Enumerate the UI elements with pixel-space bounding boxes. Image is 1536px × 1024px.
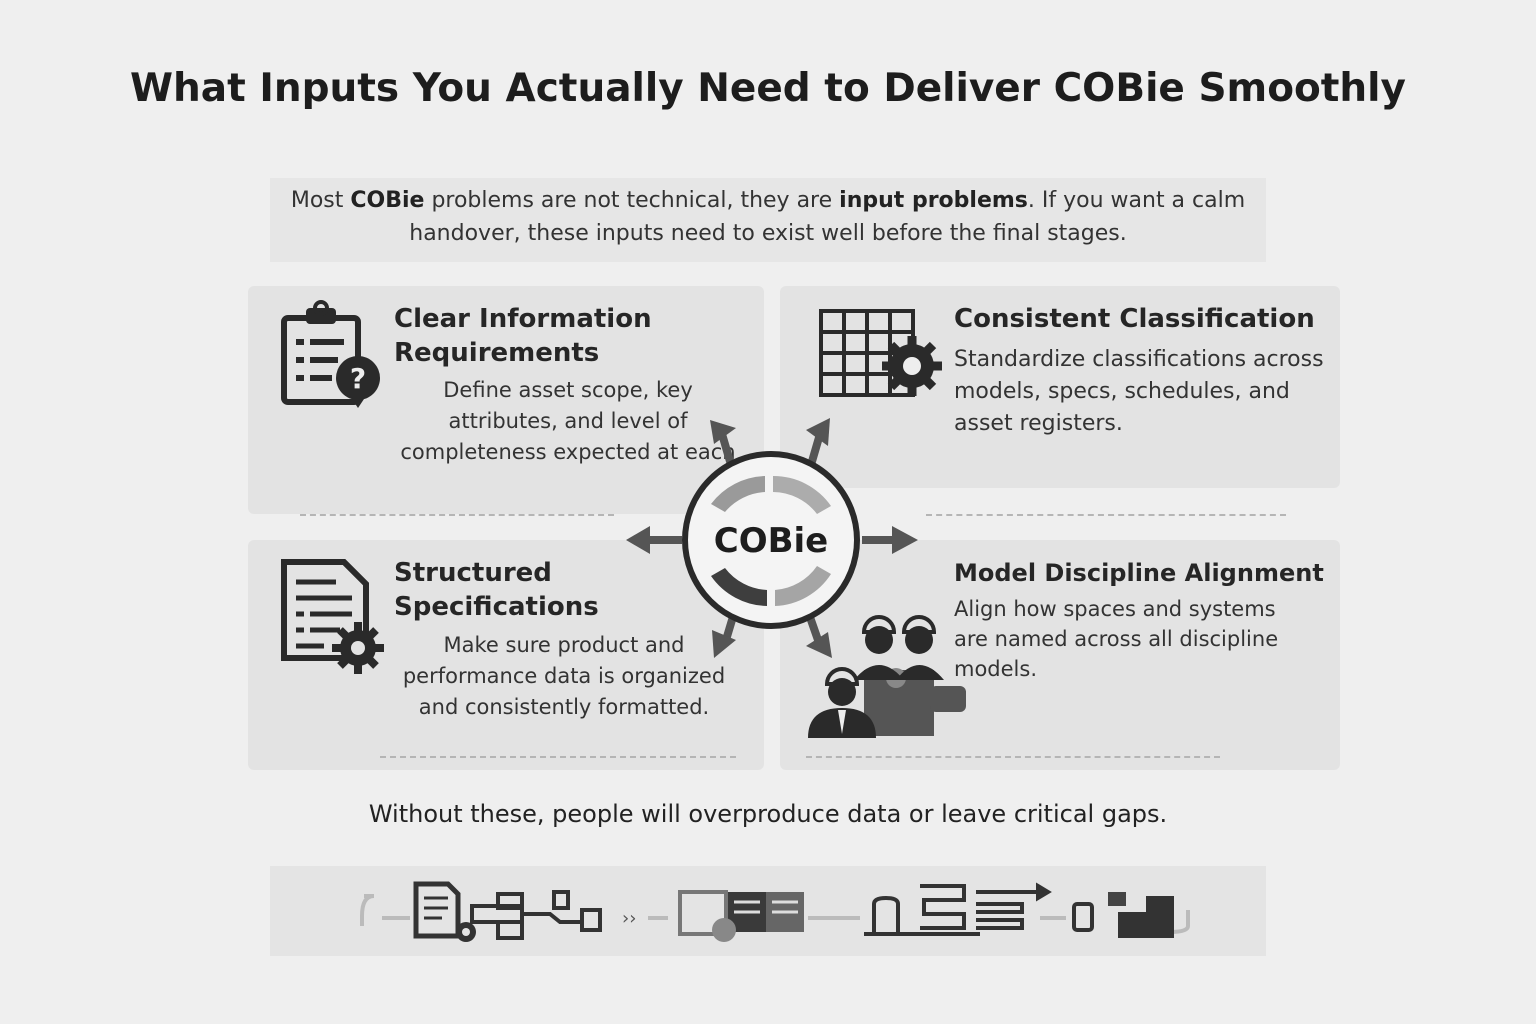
card-description: Make sure product and performance data i… xyxy=(402,633,726,719)
grid-gear-icon xyxy=(819,309,942,397)
card-structured-specifications: Structured Specifications Make sure prod… xyxy=(248,540,764,770)
divider xyxy=(300,514,614,516)
divider xyxy=(806,756,1220,758)
card-description: Define asset scope, key attributes, and … xyxy=(400,378,736,464)
document-gear-icon xyxy=(281,559,384,674)
cobie-hub: COBie xyxy=(682,451,860,629)
document-gear-icon xyxy=(413,881,476,942)
page-title: What Inputs You Actually Need to Deliver… xyxy=(130,66,1406,111)
hub-label: COBie xyxy=(714,521,828,561)
divider xyxy=(380,756,736,758)
card-description: Standardize classifications across model… xyxy=(954,347,1324,436)
intro-bold: input problems xyxy=(839,188,1028,213)
warehouse-icon xyxy=(864,884,980,936)
divider xyxy=(926,514,1286,516)
intro-text: Most COBie problems are not technical, t… xyxy=(270,178,1266,262)
intro-bold: COBie xyxy=(350,188,425,213)
card-title: Model Discipline Alignment xyxy=(954,559,1324,587)
document-stack-gear-icon xyxy=(678,890,804,942)
team-puzzle-icon xyxy=(808,615,966,738)
card-title: Consistent Classification xyxy=(954,304,1315,334)
card-title: Clear Information Requirements xyxy=(394,304,652,368)
card-title: Structured Specifications xyxy=(394,558,599,622)
footer-text: Without these, people will overproduce d… xyxy=(368,800,1168,828)
clipboard-question-icon: ? xyxy=(281,300,380,408)
card-consistent-classification: Consistent Classification Standardize cl… xyxy=(780,286,1340,488)
card-description: Align how spaces and systems are named a… xyxy=(954,597,1279,681)
svg-text:››: ›› xyxy=(622,908,636,929)
handover-blocks-icon xyxy=(1072,892,1174,938)
workflow-strip: ›› xyxy=(270,866,1266,956)
svg-text:?: ? xyxy=(350,362,366,395)
stacked-data-arrow-icon xyxy=(976,882,1052,930)
workflow-icons: ›› xyxy=(360,881,1190,942)
intro-part: . If you want a calm handover, these inp… xyxy=(409,188,1246,246)
intro-part: problems are not technical, they are xyxy=(424,188,840,213)
card-model-discipline-alignment: Model Discipline Alignment Align how spa… xyxy=(780,540,1340,770)
flowchart-icon xyxy=(470,890,602,940)
card-information-requirements: ? Clear Information Requirements Define … xyxy=(248,286,764,514)
intro-part: Most xyxy=(290,188,351,213)
